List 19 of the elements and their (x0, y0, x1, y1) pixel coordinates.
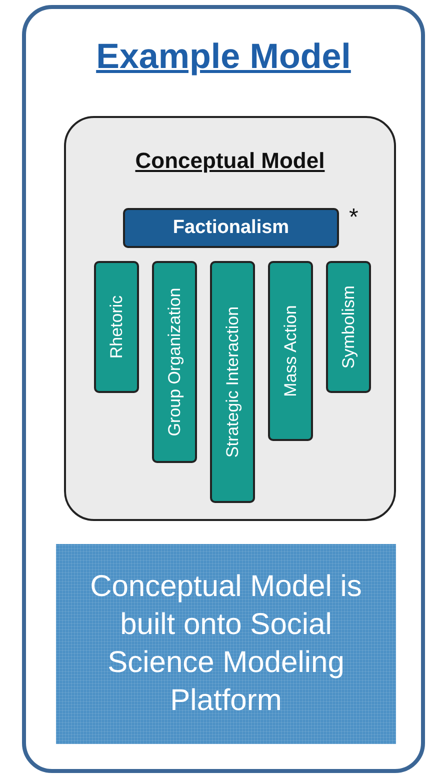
panel-heading: Conceptual Model (134, 148, 326, 174)
title: Example Model (95, 37, 352, 77)
factor-label: Strategic Interaction (222, 306, 242, 458)
conceptual-model-panel (64, 116, 396, 521)
factor-bar (210, 261, 255, 503)
factor-label: Mass Action (280, 305, 300, 397)
footnote-mark: * (349, 204, 358, 232)
note-text: Conceptual Model is built onto Social Science Modeling Platform (89, 569, 363, 719)
platform-note-box (56, 544, 396, 744)
factor-box (123, 208, 339, 248)
model-frame (22, 5, 425, 773)
factor-bar (326, 261, 371, 393)
factor-label: Group Organization (164, 288, 184, 436)
factor-bar (268, 261, 313, 441)
factor-label: Symbolism (338, 285, 358, 369)
factor-bar (152, 261, 197, 463)
factor-bar (94, 261, 139, 393)
factor-label: Rhetoric (106, 295, 126, 359)
factor-label: Factionalism (172, 217, 290, 239)
